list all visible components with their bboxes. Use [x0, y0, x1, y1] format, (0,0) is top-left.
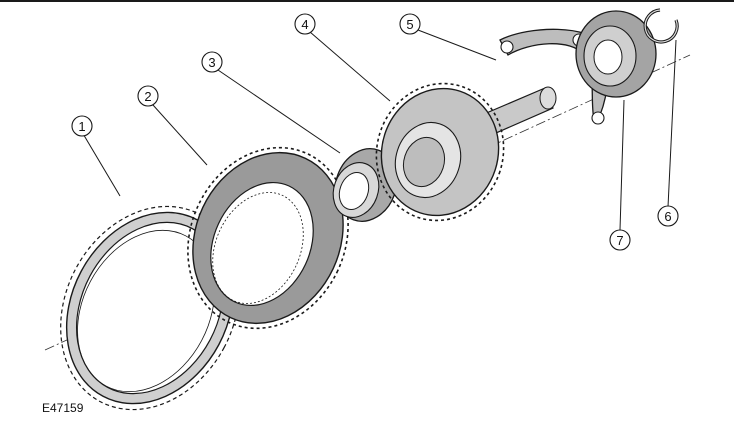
part-large-gear	[187, 146, 349, 330]
callout-3: 3	[201, 51, 223, 73]
part-gear-with-shaft	[375, 82, 557, 222]
top-border-rule	[0, 0, 734, 2]
callout-2: 2	[137, 85, 159, 107]
part-bearing-cup	[575, 10, 657, 98]
callout-5: 5	[399, 13, 421, 35]
callout-number: 5	[406, 17, 413, 32]
leader-lines	[81, 29, 677, 231]
callout-1: 1	[71, 115, 93, 137]
callout-6: 6	[657, 205, 679, 227]
callout-number: 1	[78, 119, 85, 134]
figure-id-label: E47159	[42, 401, 84, 415]
callout-7: 7	[609, 229, 631, 251]
part-synchronizer-ring	[60, 205, 240, 411]
callout-4: 4	[294, 13, 316, 35]
part-snap-ring	[643, 8, 679, 44]
callout-number: 7	[616, 233, 623, 248]
callout-number: 2	[144, 89, 151, 104]
callout-number: 4	[301, 17, 308, 32]
callout-number: 6	[664, 209, 671, 224]
part-needle-bearing	[332, 148, 398, 222]
callout-number: 3	[208, 55, 215, 70]
